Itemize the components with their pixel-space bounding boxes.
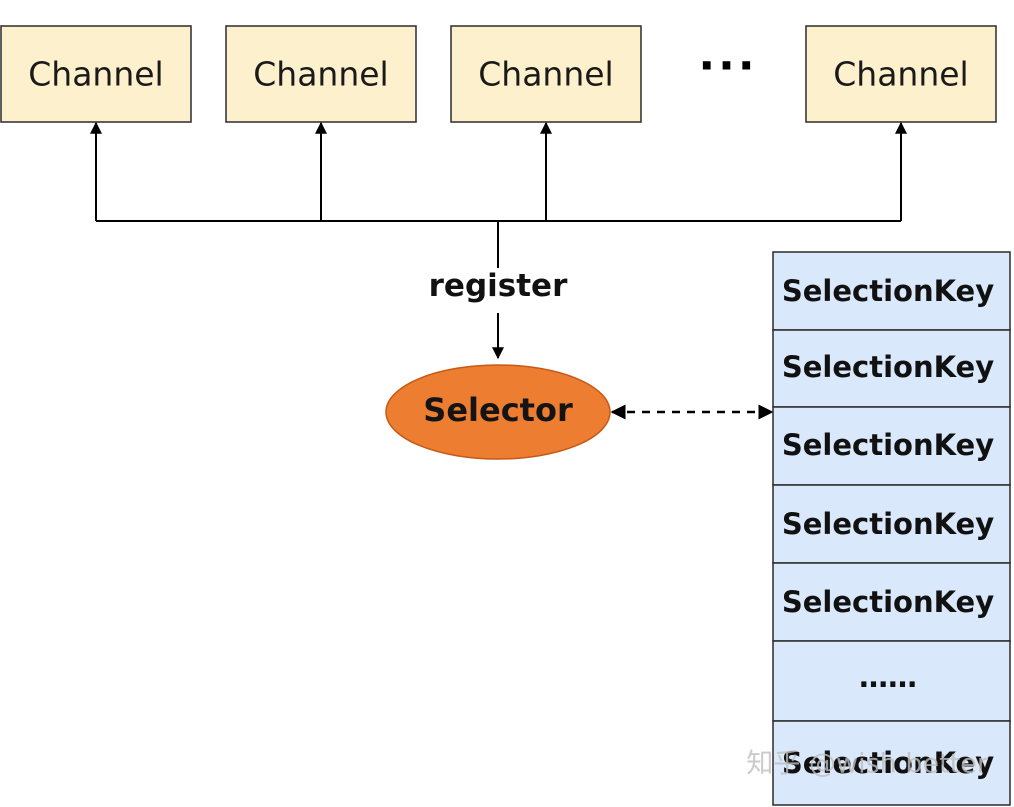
channel-connectors xyxy=(90,121,907,268)
channel-label: Channel xyxy=(478,55,613,94)
channel-label: Channel xyxy=(253,55,388,94)
selection-key-label: SelectionKey xyxy=(782,274,994,308)
selection-key-cell: SelectionKey xyxy=(772,720,1011,806)
channel-node-2: Channel xyxy=(225,25,417,123)
selection-key-ellipsis: …… xyxy=(859,660,917,694)
selection-key-cell: SelectionKey xyxy=(772,251,1011,331)
selector-node: Selector xyxy=(385,364,611,460)
selection-key-label: SelectionKey xyxy=(782,585,994,619)
channel-label: Channel xyxy=(28,55,163,94)
selection-key-cell: SelectionKey xyxy=(772,406,1011,486)
selection-key-label: SelectionKey xyxy=(782,507,994,541)
selection-key-cell: SelectionKey xyxy=(772,484,1011,564)
selection-key-cell: SelectionKey xyxy=(772,329,1011,408)
channel-node-3: Channel xyxy=(450,25,642,123)
selection-key-label: SelectionKey xyxy=(782,350,994,384)
register-label: register xyxy=(429,268,568,304)
channel-row: Channel Channel Channel ··· Channel xyxy=(0,25,997,123)
selection-key-label: SelectionKey xyxy=(782,428,994,462)
channels-ellipsis: ··· xyxy=(698,41,757,92)
selection-key-ellipsis-cell: …… xyxy=(772,640,1011,722)
selection-key-cell: SelectionKey xyxy=(772,562,1011,642)
watermark: 知乎 @wish better xyxy=(746,749,988,780)
selection-key-set: SelectionKey SelectionKey SelectionKey S… xyxy=(772,251,1011,806)
selector-label: Selector xyxy=(423,391,573,429)
channel-node-1: Channel xyxy=(0,25,192,123)
channel-node-4: Channel xyxy=(805,25,997,123)
selection-key-label: SelectionKey xyxy=(782,746,994,780)
channel-label: Channel xyxy=(833,55,968,94)
